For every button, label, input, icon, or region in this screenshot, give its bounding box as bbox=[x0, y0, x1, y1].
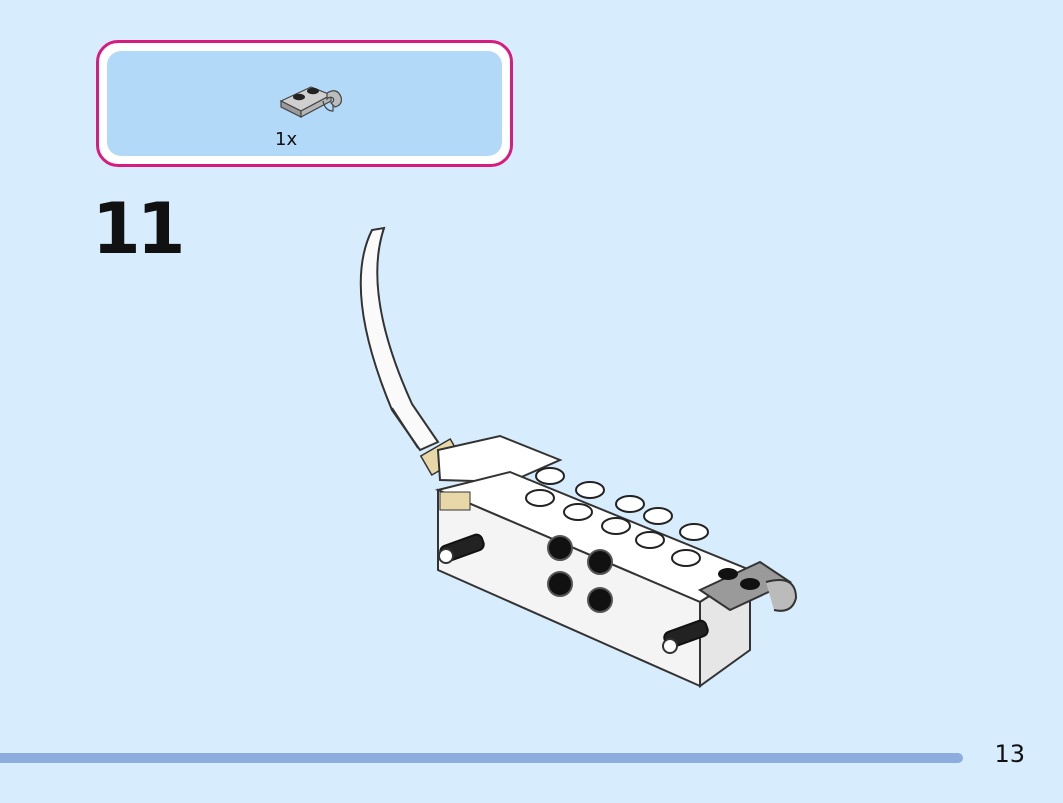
rat-model-assembly-icon bbox=[359, 226, 798, 688]
step-number: 11 bbox=[92, 188, 185, 270]
gray-plate-with-clip-icon bbox=[279, 86, 342, 118]
parts-callout: 1x bbox=[96, 40, 513, 167]
parts-callout-inner: 1x bbox=[107, 51, 502, 156]
page-progress-bar bbox=[0, 753, 963, 763]
part-quantity: 1x bbox=[275, 129, 298, 150]
page-number: 13 bbox=[994, 740, 1025, 768]
